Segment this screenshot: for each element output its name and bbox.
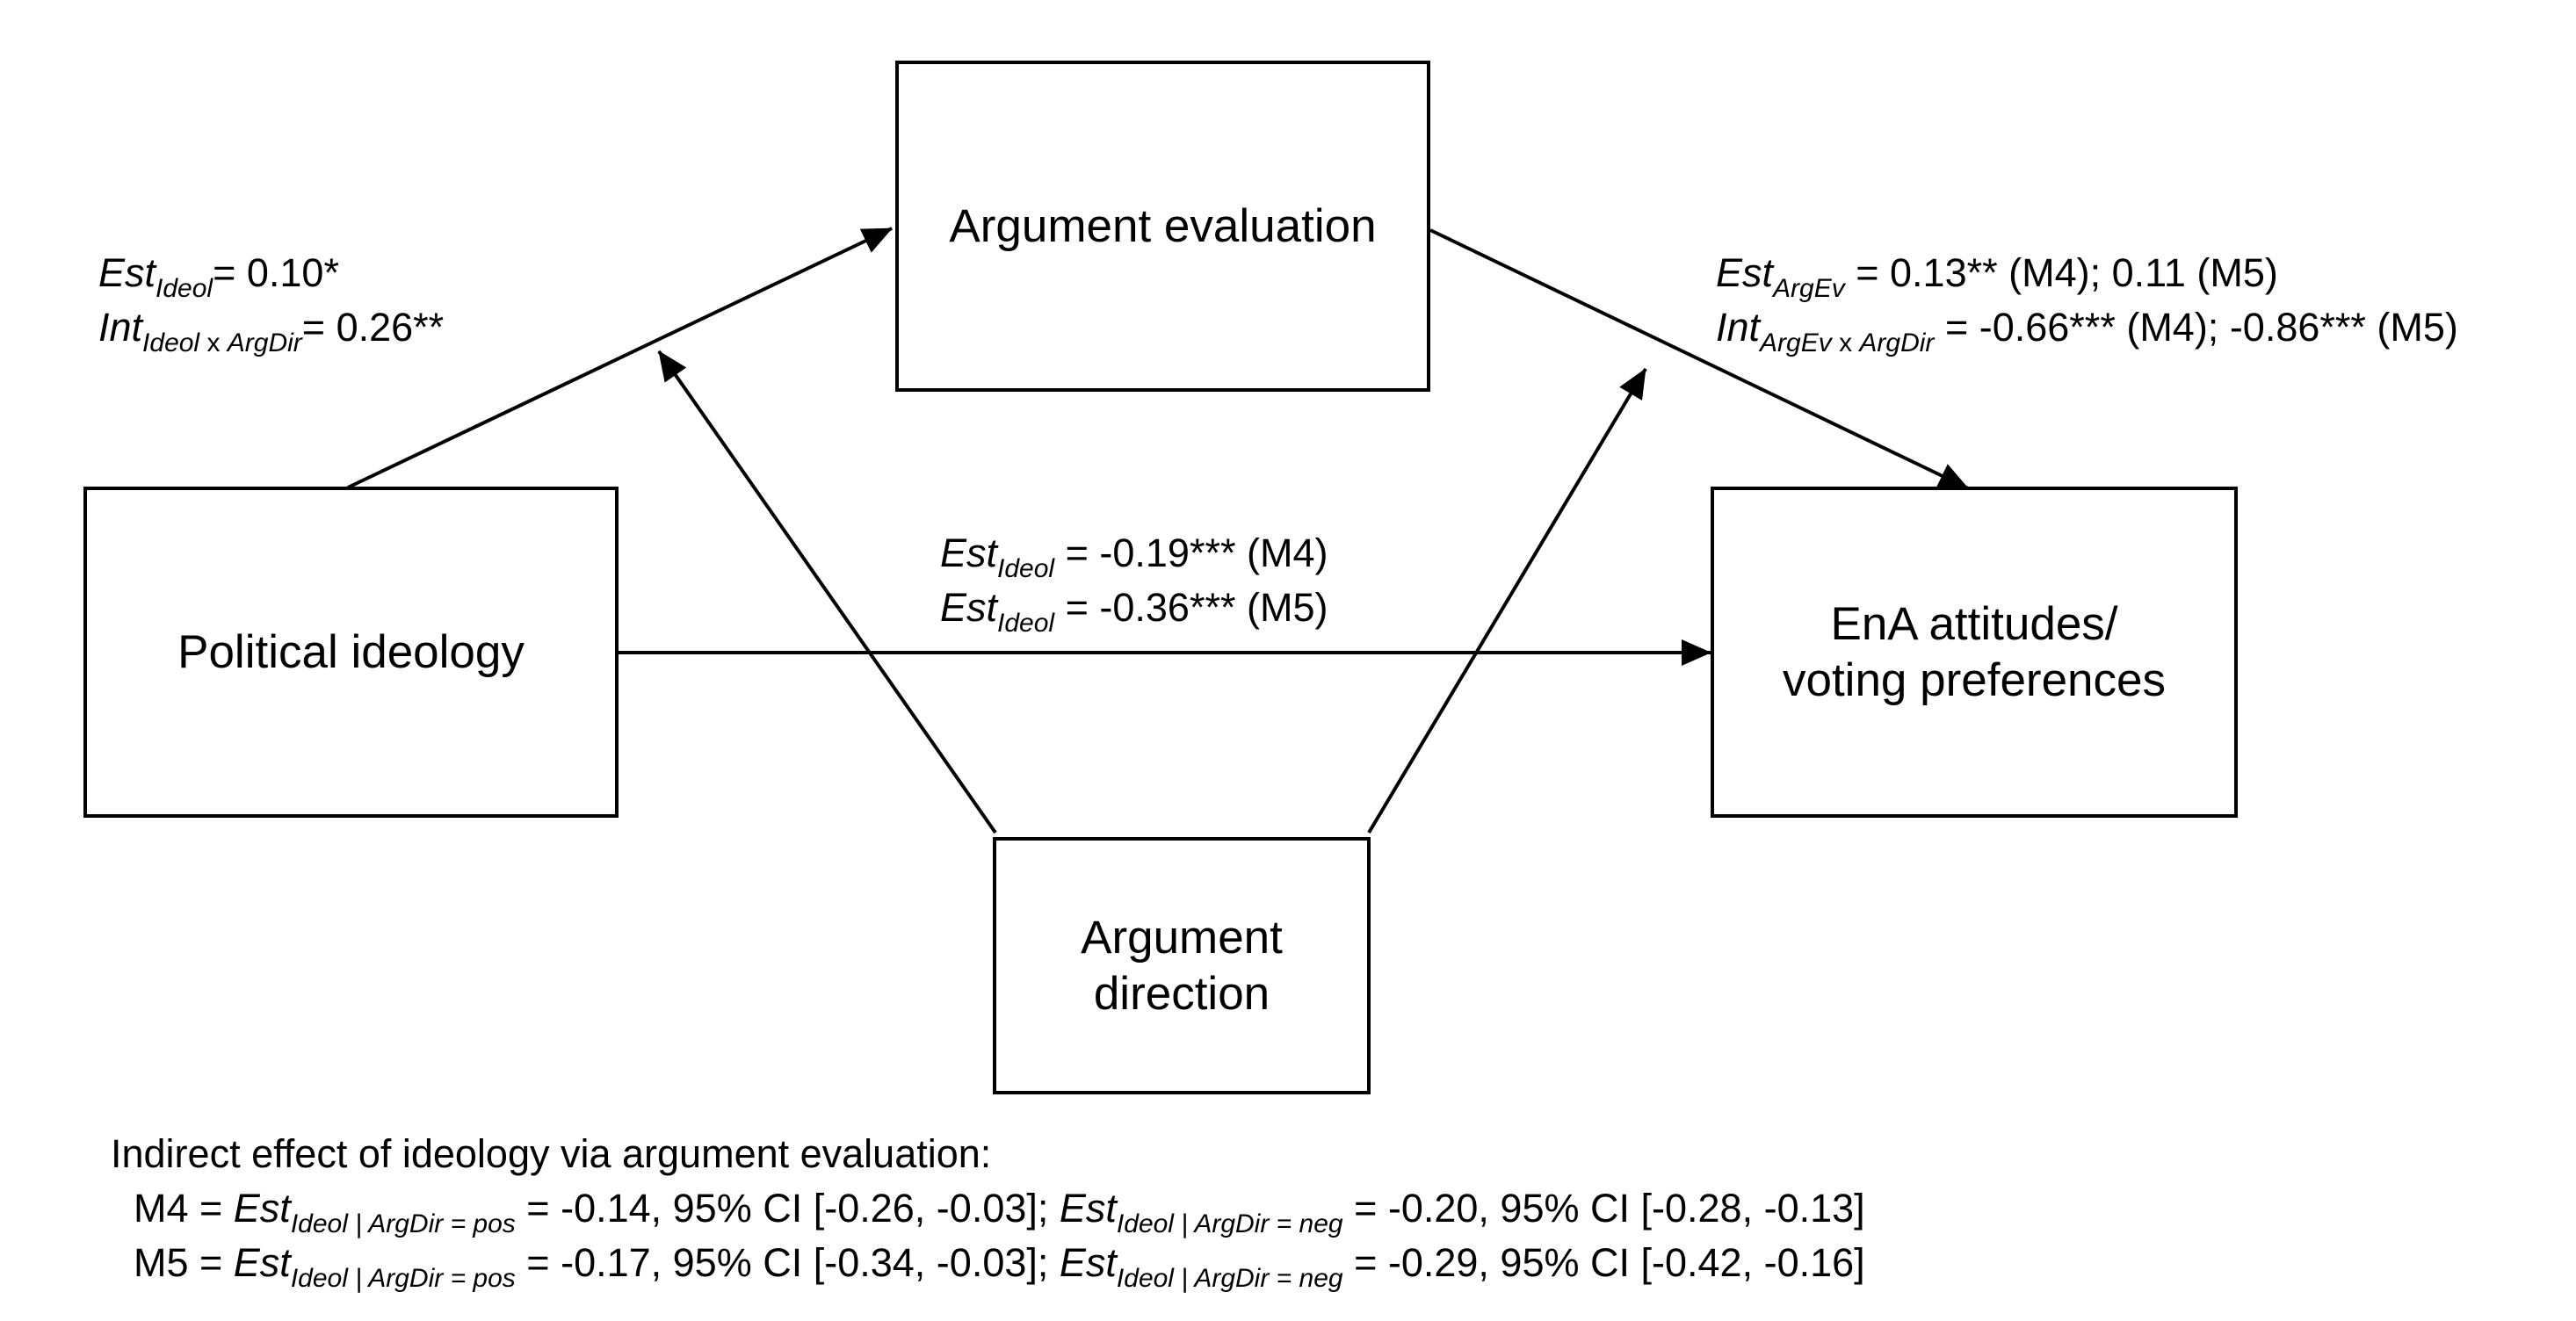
node-argument-direction-line1: Argument xyxy=(1081,911,1283,964)
arrow-direction-moderates-second-path xyxy=(1367,367,1647,834)
indirect-effect-row-m5: M5 = EstIdeol | ArgDir = pos = -0.17, 95… xyxy=(134,1240,1865,1293)
node-argument-evaluation: Argument evaluation xyxy=(895,61,1430,392)
node-political-ideology-label: Political ideology xyxy=(177,625,525,678)
node-ena-attitudes-line1: EnA attitudes/ xyxy=(1830,597,2118,650)
node-ena-attitudes-line2: voting preferences xyxy=(1782,653,2167,706)
label-argev-ena-est: EstArgEv = 0.13** (M4); 0.11 (M5) xyxy=(1716,250,2278,303)
label-direct-effect: EstIdeol = -0.19*** (M4) EstIdeol = -0.3… xyxy=(940,526,1328,638)
label-argev-ena-int: IntArgEv x ArgDir = -0.66*** (M4); -0.86… xyxy=(1716,305,2458,357)
indirect-effect-title: Indirect effect of ideology via argument… xyxy=(111,1131,992,1176)
label-direct-effect-m4: EstIdeol = -0.19*** (M4) xyxy=(940,531,1328,583)
label-ideology-argev-est: EstIdeol= 0.10* xyxy=(98,250,339,303)
label-ideology-argev-int: IntIdeol x ArgDir= 0.26** xyxy=(98,305,445,357)
node-ena-attitudes: EnA attitudes/ voting preferences xyxy=(1711,487,2238,818)
indirect-effect-row-m4: M4 = EstIdeol | ArgDir = pos = -0.14, 95… xyxy=(134,1186,1865,1238)
arrow-ideology-to-argument-evaluation xyxy=(347,227,893,489)
arrow-argument-evaluation-to-ena xyxy=(1429,228,1969,490)
indirect-effect-summary: Indirect effect of ideology via argument… xyxy=(111,1127,1865,1293)
node-argument-direction: Argument direction xyxy=(993,837,1371,1094)
label-direct-effect-m5: EstIdeol = -0.36*** (M5) xyxy=(940,585,1328,638)
label-ideology-argev: EstIdeol= 0.10* IntIdeol x ArgDir= 0.26*… xyxy=(98,246,445,357)
node-argument-direction-line2: direction xyxy=(1093,967,1270,1020)
label-argev-ena: EstArgEv = 0.13** (M4); 0.11 (M5) IntArg… xyxy=(1716,246,2458,357)
node-political-ideology: Political ideology xyxy=(83,487,619,818)
node-argument-evaluation-label: Argument evaluation xyxy=(949,199,1377,252)
arrow-direction-moderates-first-path xyxy=(657,350,997,834)
